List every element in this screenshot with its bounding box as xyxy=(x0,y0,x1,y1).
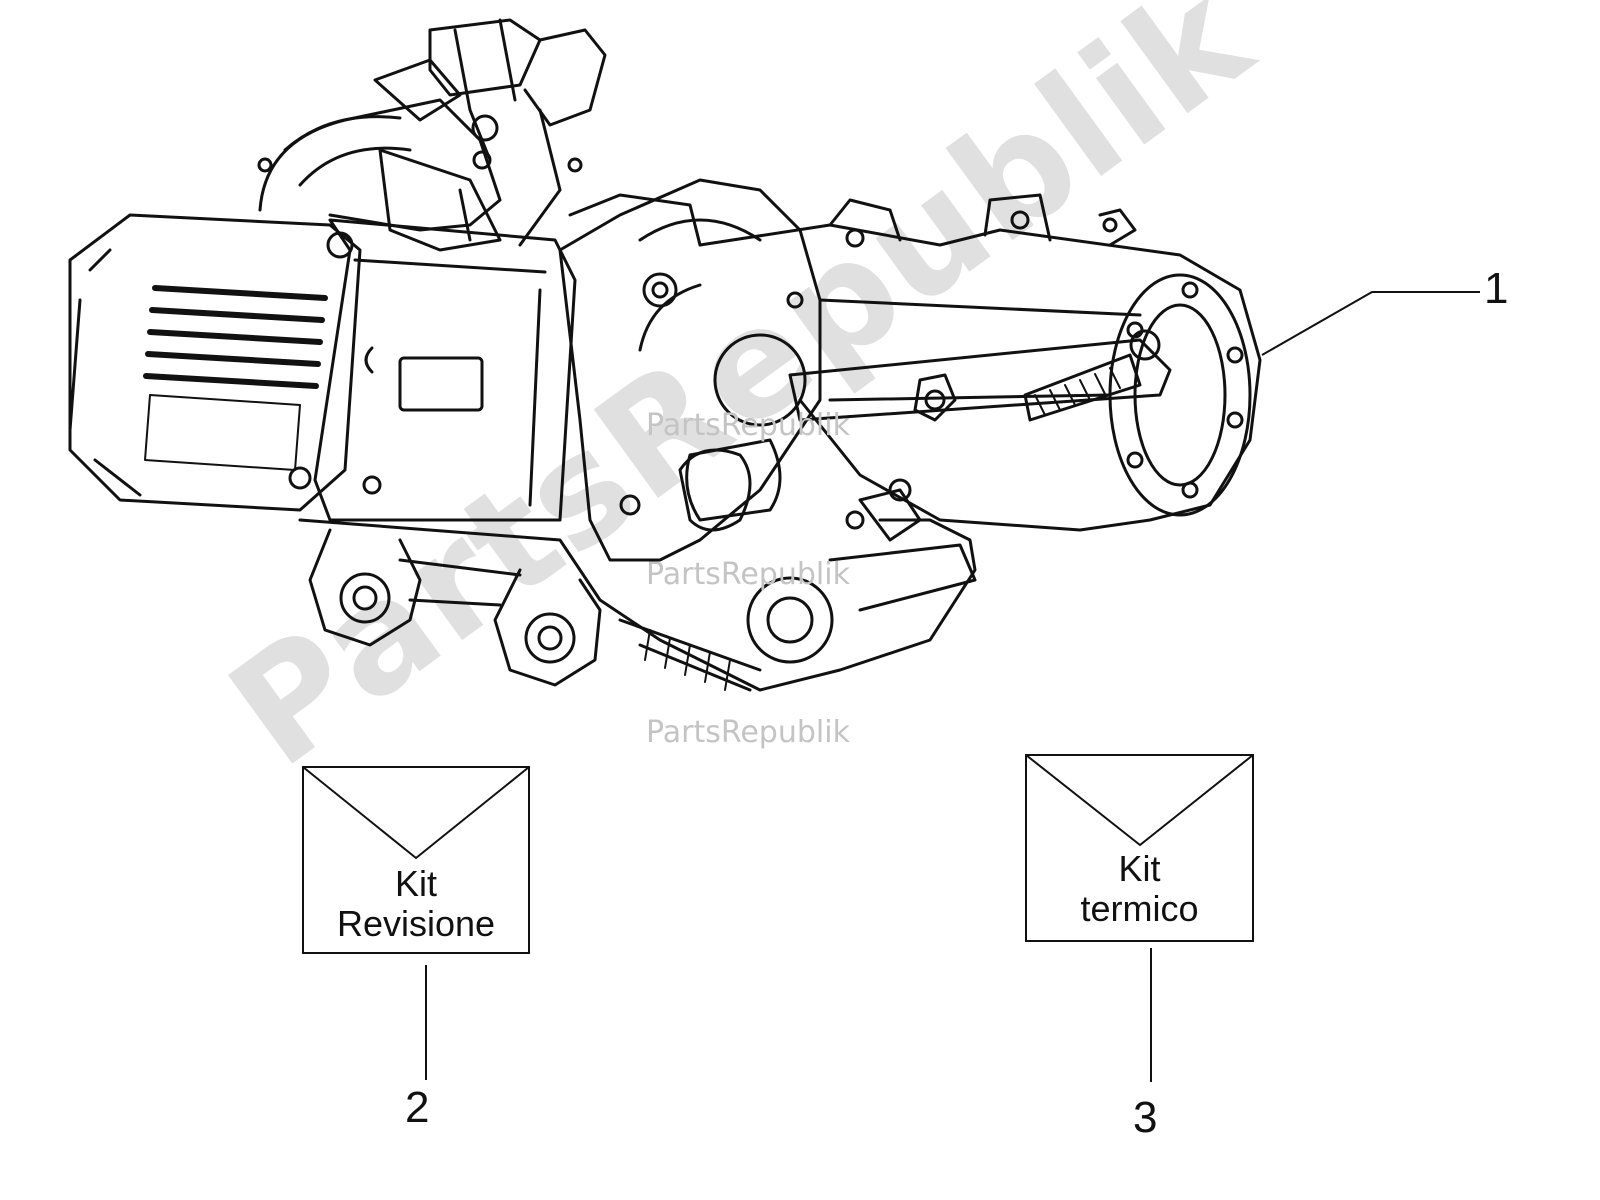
watermark-small-1: PartsRepublik xyxy=(646,408,850,443)
kit-revisione-line1: Kit xyxy=(394,863,437,904)
watermark-small-2: PartsRepublik xyxy=(646,557,850,592)
kit-revisione-line2: Revisione xyxy=(336,903,496,944)
kit-termico-flap xyxy=(1025,754,1254,847)
kit-revisione-label: Kit Revisione xyxy=(303,864,529,944)
leader-line-1 xyxy=(1261,291,1480,356)
kit-termico-line1: Kit xyxy=(1118,848,1161,889)
kit-revisione-box xyxy=(302,766,530,954)
watermark-small-3: PartsRepublik xyxy=(646,715,850,750)
callout-number-1: 1 xyxy=(1484,264,1509,313)
callout-number-2: 2 xyxy=(405,1083,430,1132)
callout-number-3: 3 xyxy=(1133,1093,1158,1142)
kit-revisione-flap xyxy=(302,766,530,860)
kit-termico-label: Kit termico xyxy=(1026,849,1253,929)
kit-termico-box xyxy=(1025,754,1254,942)
kit-termico-line2: termico xyxy=(1080,888,1199,929)
